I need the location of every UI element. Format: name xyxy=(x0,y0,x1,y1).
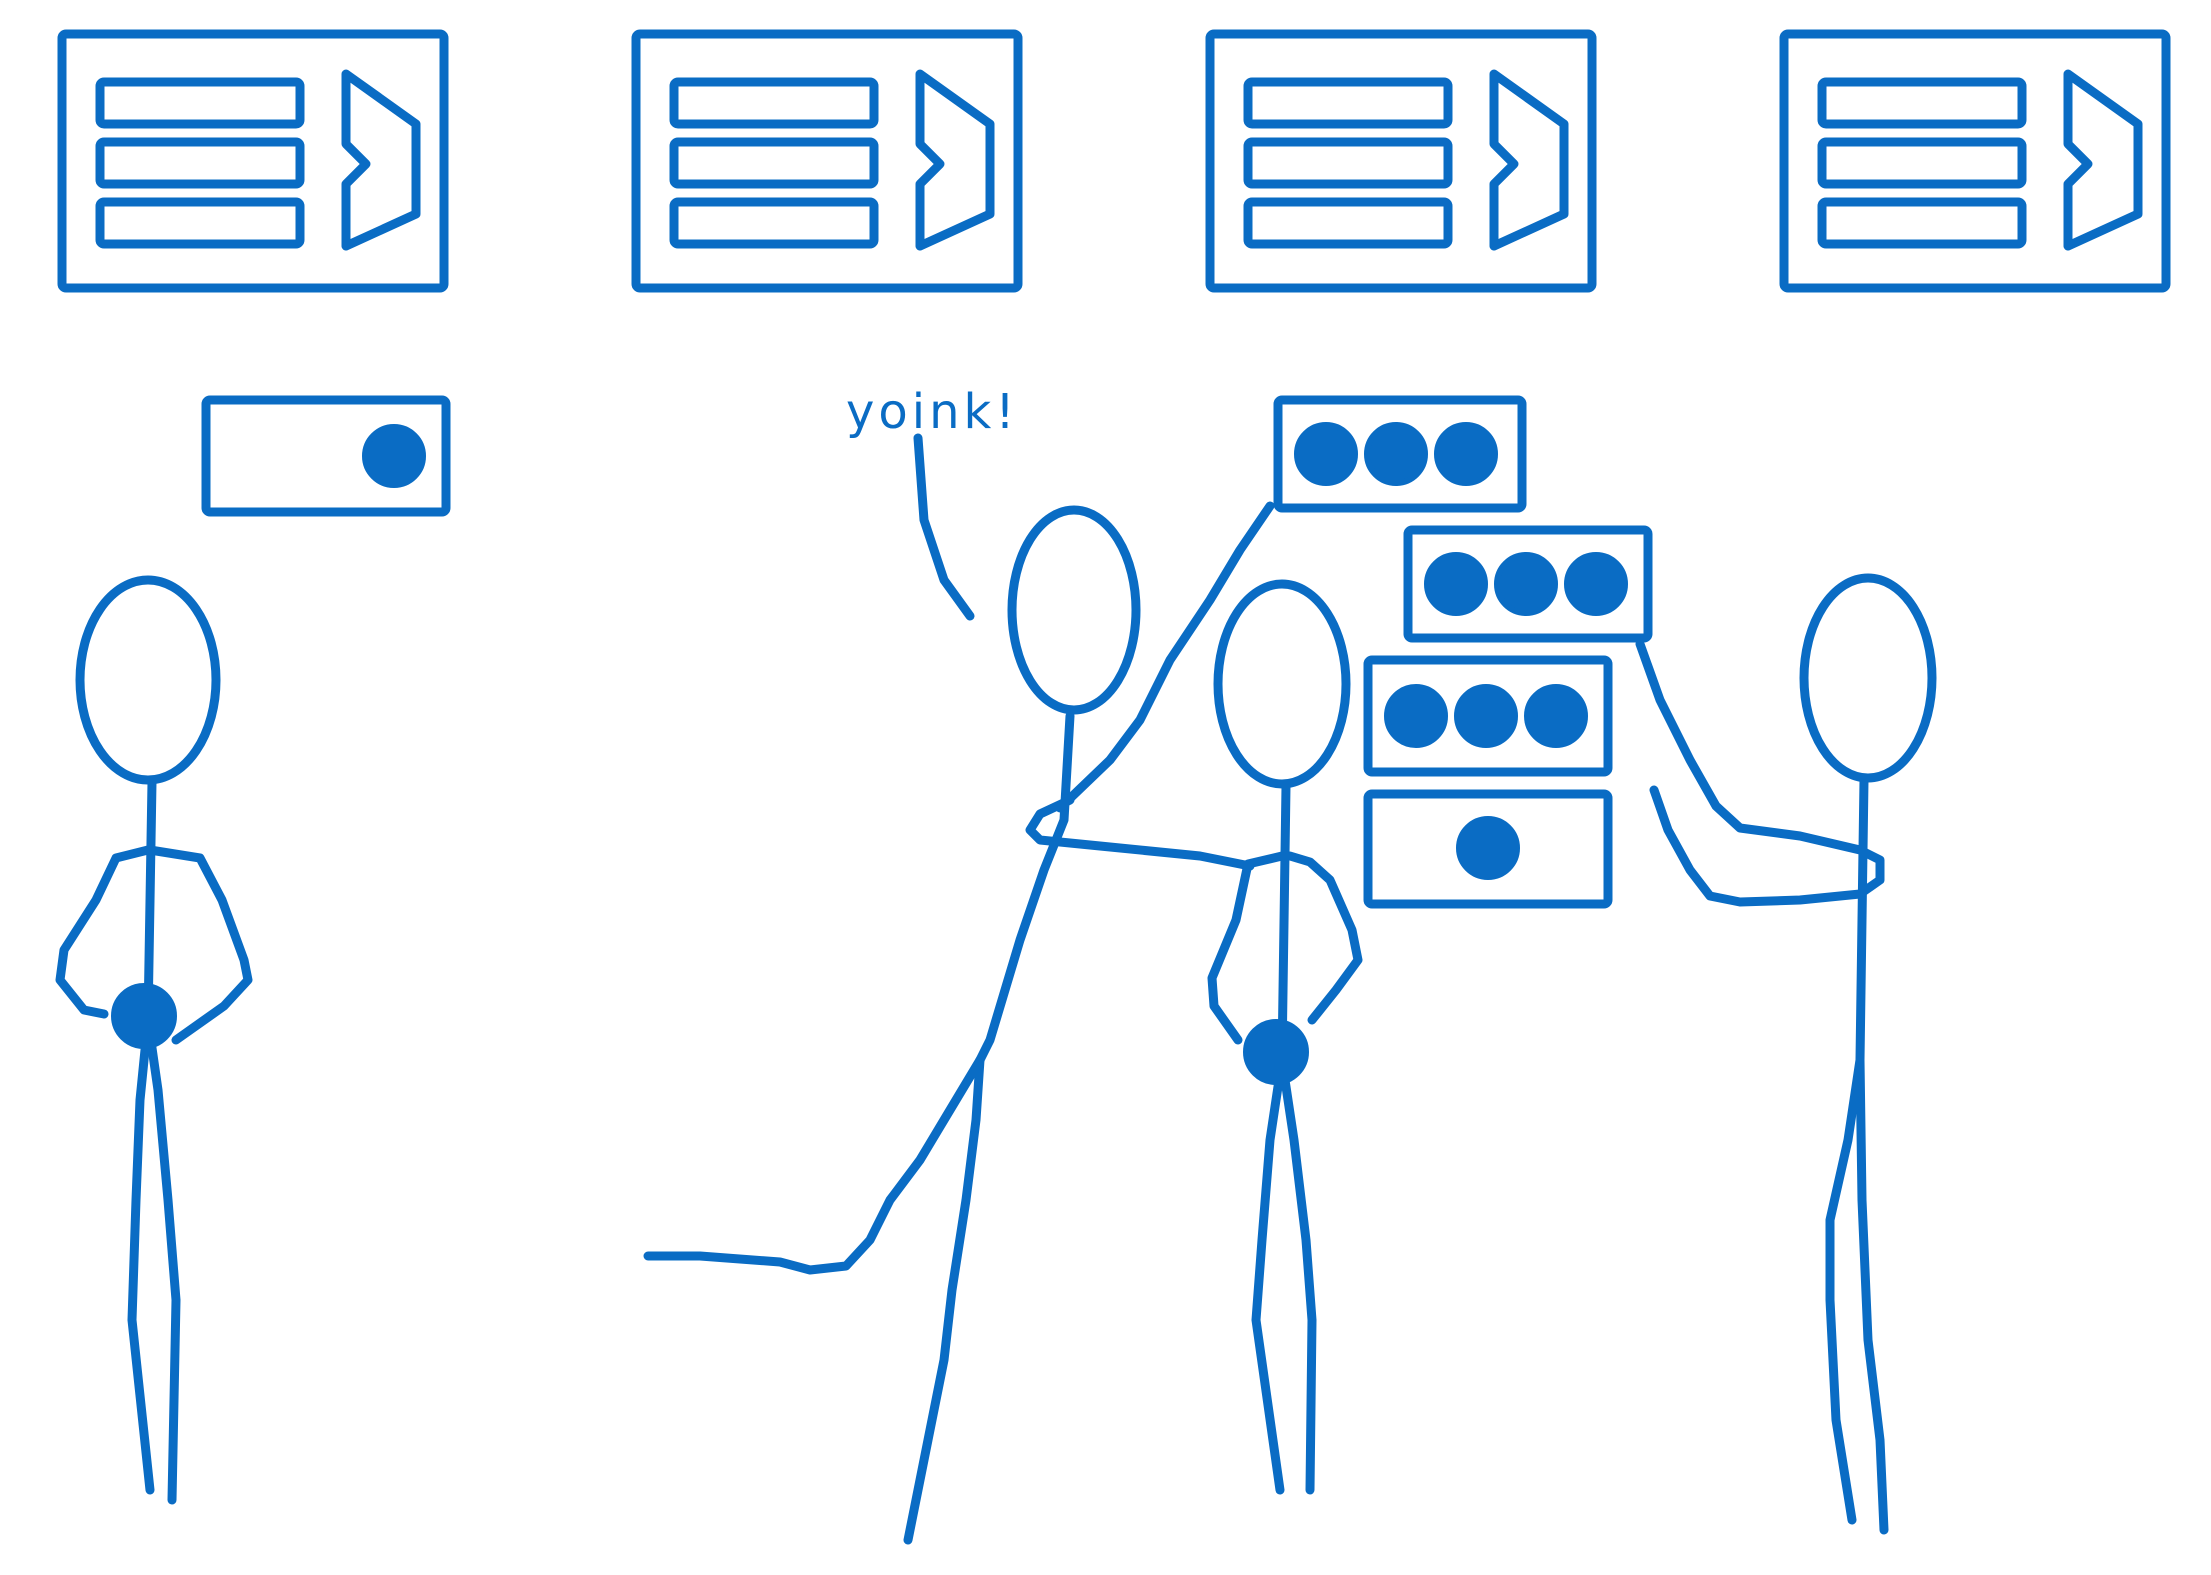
token xyxy=(1424,552,1488,616)
stick-figure-worker-2 xyxy=(1207,579,1363,1495)
play-triangle-icon xyxy=(2063,69,2143,251)
token xyxy=(1364,422,1428,486)
speech-tail xyxy=(913,433,975,621)
stack-box-3 xyxy=(1363,655,1613,777)
token xyxy=(1564,552,1628,616)
token xyxy=(1454,684,1518,748)
token xyxy=(1524,684,1588,748)
token xyxy=(1294,422,1358,486)
stick-figure-stealer: yoink! xyxy=(643,384,1275,1545)
held-token xyxy=(1243,1019,1309,1085)
stack-box-4 xyxy=(1363,789,1613,909)
queue-box-2 xyxy=(631,29,1023,293)
play-triangle-icon xyxy=(341,69,421,251)
token xyxy=(1456,816,1520,880)
play-triangle-icon xyxy=(915,69,995,251)
play-triangle-icon xyxy=(1489,69,1569,251)
held-token xyxy=(111,983,177,1049)
queue-box-4 xyxy=(1779,29,2171,293)
stack-box-1 xyxy=(1273,395,1527,513)
token xyxy=(1494,552,1558,616)
stick-figure-worker-1 xyxy=(55,575,253,1505)
speech-exclamation: yoink! xyxy=(846,384,1019,440)
stick-figure-worker-3 xyxy=(1635,573,1937,1535)
queue-box-3 xyxy=(1205,29,1597,293)
status-box-worker-1 xyxy=(201,395,451,517)
token xyxy=(1384,684,1448,748)
token xyxy=(1434,422,1498,486)
queue-box-1 xyxy=(57,29,449,293)
token-stack xyxy=(1273,395,1653,909)
token xyxy=(362,424,426,488)
stack-box-2 xyxy=(1403,525,1653,643)
